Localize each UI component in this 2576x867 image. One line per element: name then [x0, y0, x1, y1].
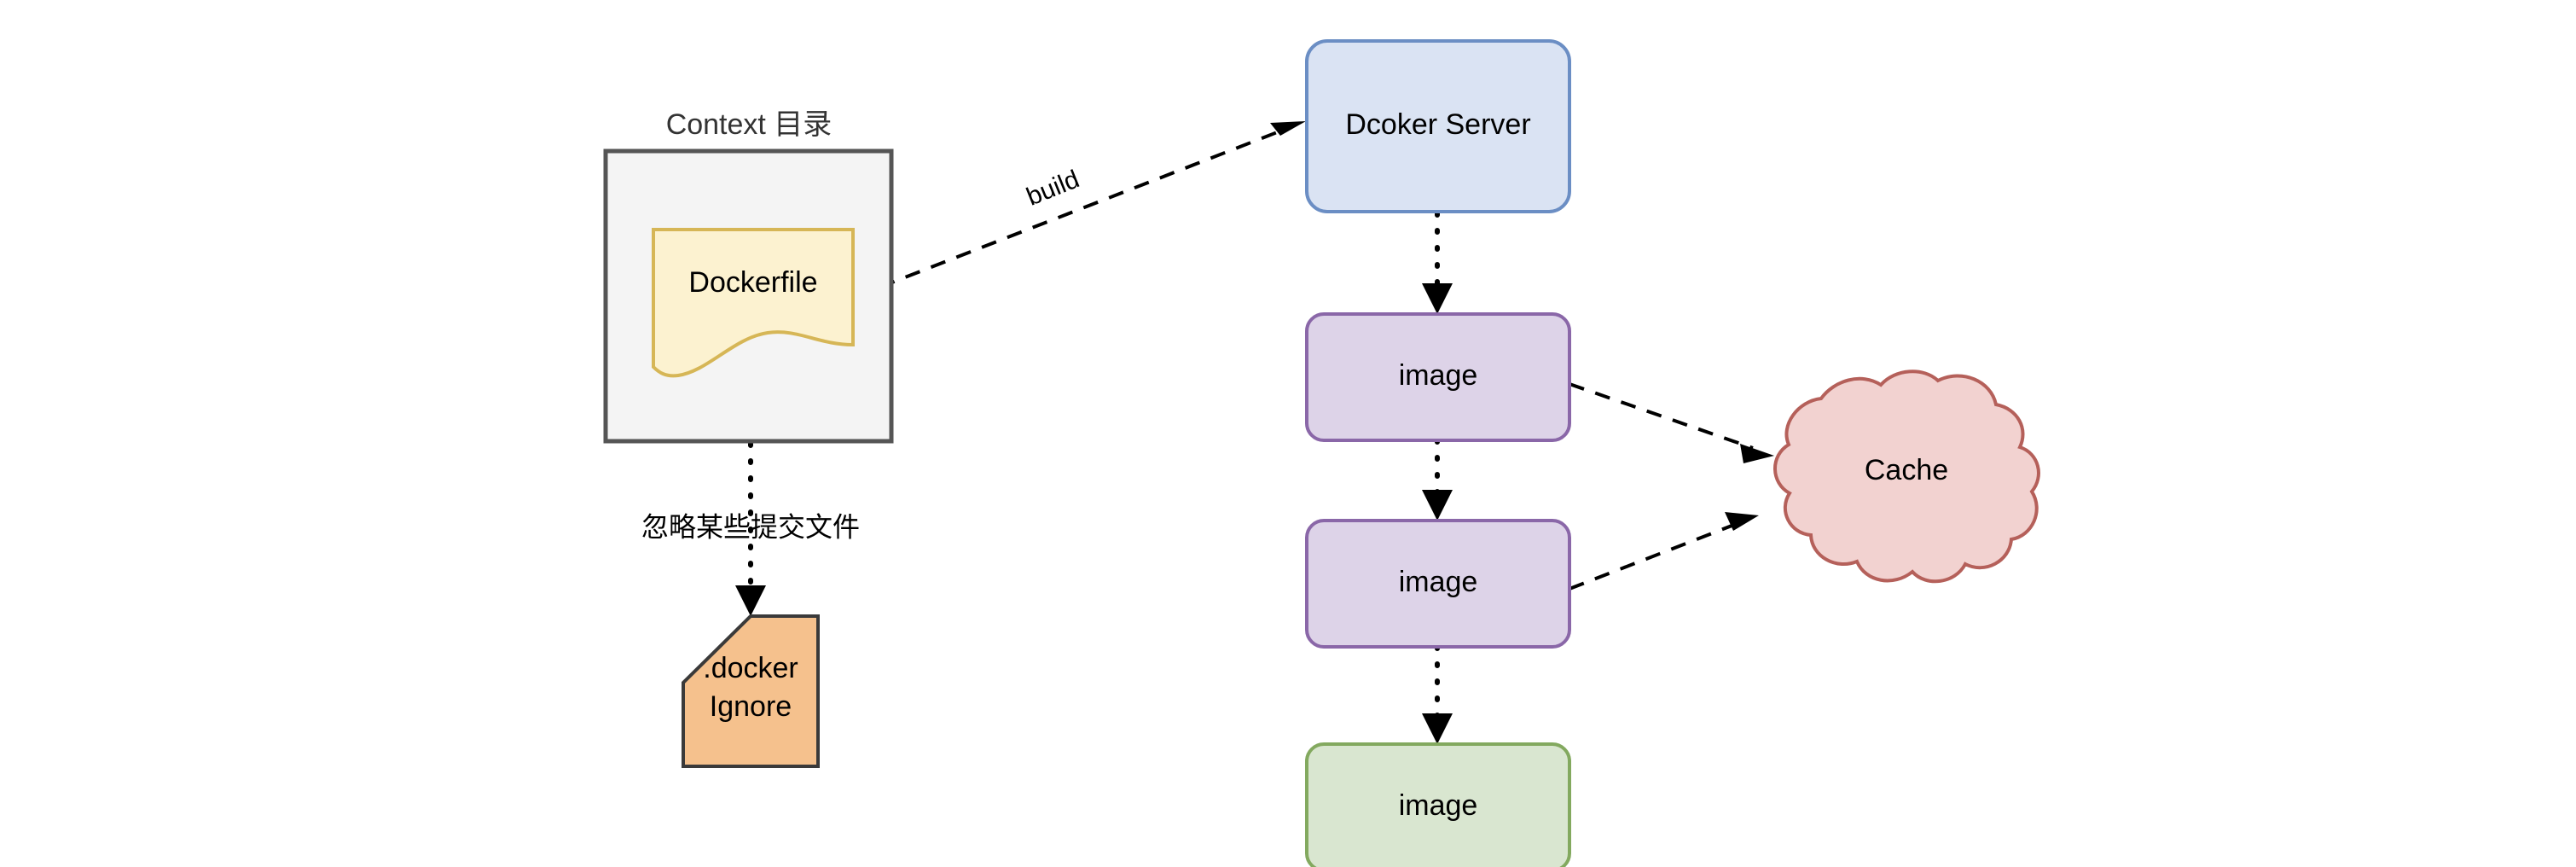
context-title: Context 目录 — [666, 108, 833, 141]
docker-server-shape — [1305, 39, 1571, 213]
edge-image1-to-image2 — [1422, 438, 1453, 521]
build-edge-line — [854, 128, 1285, 299]
edge-image2-to-image3 — [1422, 644, 1453, 744]
image-node-1: image — [1305, 312, 1571, 442]
dockerfile-node: Dockerfile — [652, 228, 855, 378]
docker-server-node: Dcoker Server — [1305, 39, 1571, 213]
cache-cloud-shape — [1773, 369, 2040, 584]
image-3-shape — [1305, 742, 1571, 867]
image2-cache-line — [1569, 521, 1739, 591]
image2-cache-arrowhead — [1725, 512, 1759, 531]
image-2-label: image — [1399, 566, 1478, 598]
build-edge-arrowhead — [1270, 121, 1306, 136]
image-1-shape — [1305, 312, 1571, 442]
ignore-edge-arrowhead — [735, 585, 766, 616]
dockerfile-label: Dockerfile — [688, 266, 817, 299]
edge-image1-to-cache — [1569, 382, 1774, 463]
edge-server-to-image1 — [1422, 211, 1453, 314]
dockerignore-node: .docker Ignore — [682, 614, 820, 768]
image1-cache-arrowhead — [1740, 444, 1774, 463]
dockerignore-shape — [682, 614, 820, 768]
edge-build — [854, 121, 1306, 299]
image-1-label: image — [1399, 359, 1478, 392]
image-2-shape — [1305, 519, 1571, 649]
docker-server-label: Dcoker Server — [1345, 108, 1530, 141]
edge-label-ignore: 忽略某些提交文件 — [641, 511, 860, 542]
server-image1-arrowhead — [1422, 283, 1453, 314]
dockerfile-shape — [652, 228, 855, 378]
image1-image2-arrowhead — [1422, 490, 1453, 521]
cache-node: Cache — [1773, 369, 2040, 584]
edge-ignore — [735, 441, 766, 616]
image-3-label: image — [1399, 789, 1478, 822]
image2-image3-arrowhead — [1422, 713, 1453, 744]
edge-image2-to-cache — [1569, 512, 1759, 591]
cache-label: Cache — [1865, 454, 1948, 486]
edge-label-build: build — [1023, 165, 1083, 211]
image1-cache-line — [1569, 382, 1754, 450]
image-node-2: image — [1305, 519, 1571, 649]
dockerignore-label-line1: .docker — [703, 652, 798, 684]
dockerignore-label-line2: Ignore — [710, 690, 792, 723]
image-node-3: image — [1305, 742, 1571, 867]
